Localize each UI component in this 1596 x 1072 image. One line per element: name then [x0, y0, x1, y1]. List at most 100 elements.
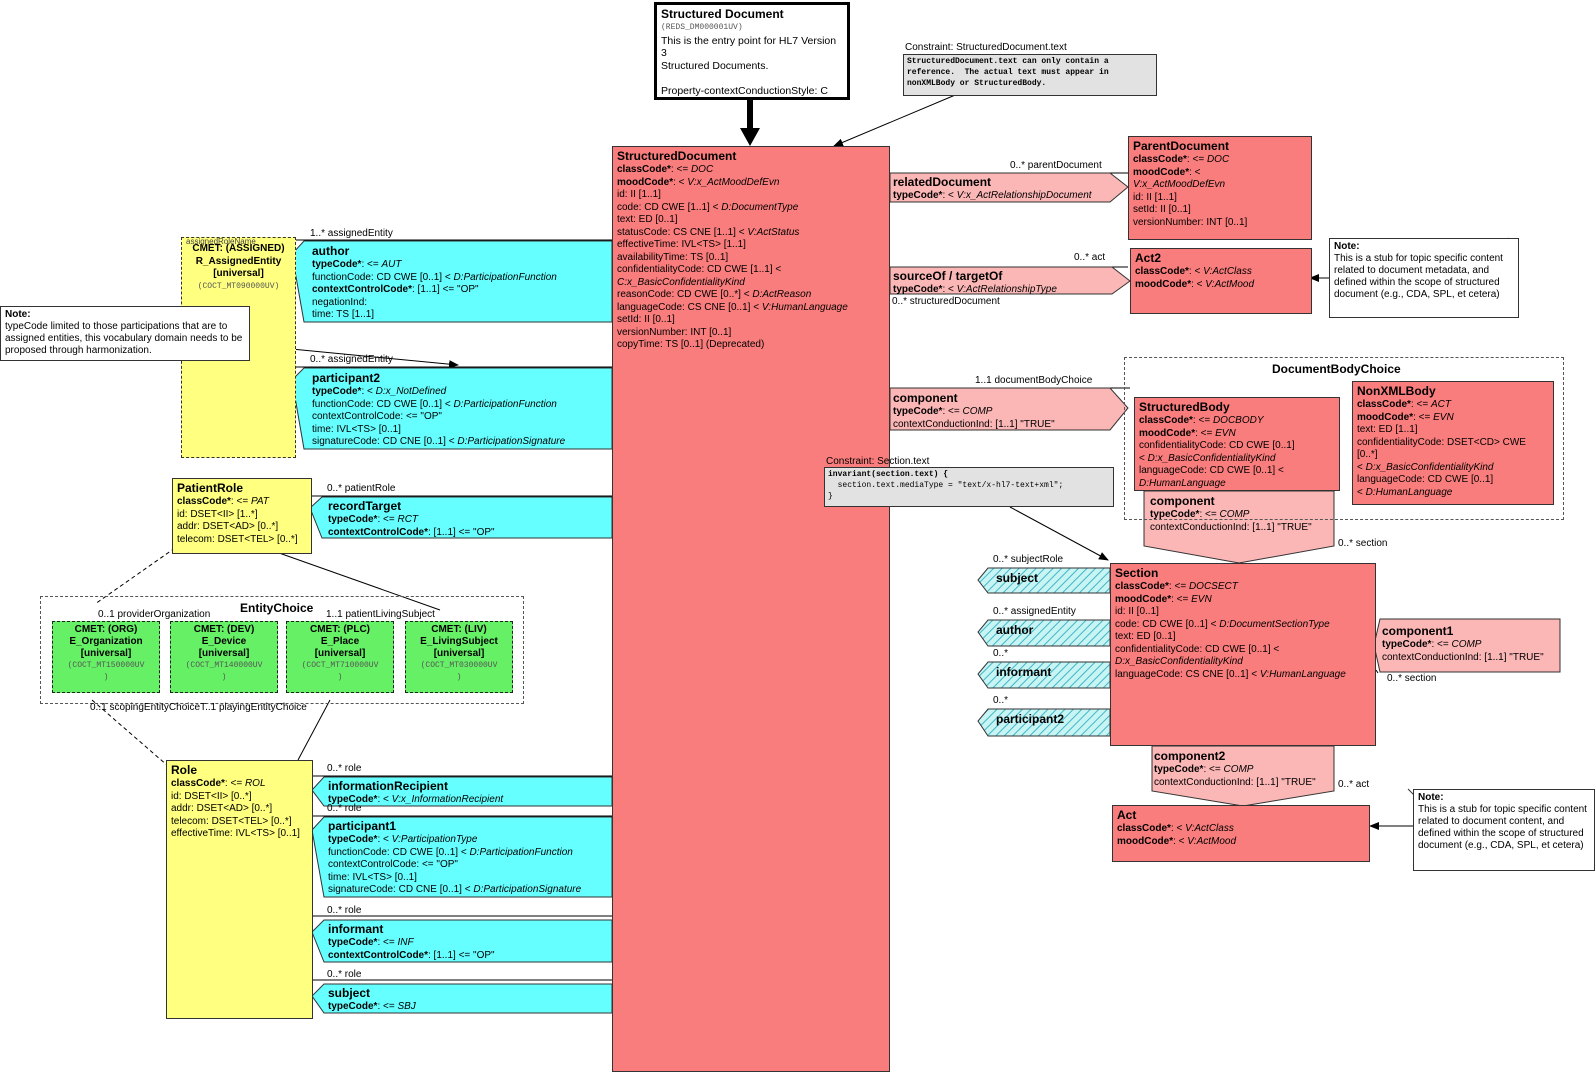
attribute-line: functionCode: CD CWE [0..1] < D:Particip… — [312, 272, 610, 285]
section-stub-informant[interactable]: informant — [996, 665, 1052, 679]
attribute-vocab: D:ParticipationFunction — [453, 398, 557, 410]
attribute-vocab: V:ActClass — [1203, 266, 1252, 277]
entity-choice-living-label: 1..1 patientLivingSubject — [326, 609, 435, 620]
section-stub-subject[interactable]: subject — [996, 571, 1039, 585]
cmet-name: E_LivingSubject — [420, 636, 498, 647]
attribute-rest: : [1..1] <= "OP" — [412, 284, 479, 295]
related-document[interactable]: relatedDocument typeCode*: < V:x_ActRela… — [893, 175, 1108, 203]
attribute-line: D:HumanLanguage — [1139, 478, 1335, 491]
patient-role-title: PatientRole — [177, 481, 244, 495]
attribute-rest: : < — [1188, 266, 1204, 277]
attribute-line: id: II [0..1] — [1115, 606, 1371, 619]
attribute-line: classCode*: <= ACT — [1357, 399, 1549, 412]
assigned-entity-scope: [universal] — [213, 268, 264, 279]
attribute-name: typeCode* — [312, 259, 362, 270]
entry-point-box: Structured Document (REDS_DM000001UV) Th… — [654, 2, 850, 100]
attribute-rest: : < — [1191, 278, 1206, 290]
attribute-name: classCode* — [1133, 154, 1187, 165]
attribute-line: classCode*: < V:ActClass — [1135, 266, 1307, 279]
component2-shape — [1151, 745, 1335, 807]
entry-code: (REDS_DM000001UV) — [661, 23, 743, 32]
attribute-vocab: V:ActStatus — [747, 226, 800, 238]
attribute-rest: : <= — [1199, 509, 1220, 520]
attribute-text: < — [1357, 486, 1366, 498]
subject-participation[interactable]: subject typeCode*: <= SBJ — [328, 986, 610, 1014]
non-xml-body-title: NonXMLBody — [1357, 384, 1436, 398]
attribute-name: typeCode* — [328, 514, 378, 525]
attribute-name: classCode* — [1115, 581, 1169, 592]
cmet-code-close: ) — [103, 673, 109, 682]
attribute-line: typeCode*: <= COMP — [893, 406, 1108, 419]
participant1-title: participant1 — [328, 819, 397, 833]
attribute-line: code: CD CWE [1..1] < D:DocumentType — [617, 202, 885, 215]
attribute-rest: : < — [673, 176, 688, 188]
cmet-e-device[interactable]: CMET: (DEV)E_Device[universal](COCT_MT14… — [170, 621, 278, 693]
attribute-text: setId: II [0..1] — [1133, 204, 1191, 215]
cmet-code: (COCT_MT150000UV — [67, 661, 145, 670]
cmet-title: CMET: (DEV) — [193, 624, 255, 635]
attribute-text: statusCode: CS CNE [1..1] < — [617, 226, 748, 238]
attribute-vocab: DOC — [690, 164, 714, 175]
section-stub-participant2[interactable]: participant2 — [996, 712, 1065, 726]
source-label-top: 0..* act — [1074, 252, 1106, 263]
component2-title: component2 — [1154, 749, 1226, 763]
attribute-name: typeCode* — [1382, 639, 1432, 650]
attribute-vocab: INF — [397, 937, 414, 948]
related-label: 0..* parentDocument — [1010, 160, 1102, 171]
cmet-e-organization[interactable]: CMET: (ORG)E_Organization[universal](COC… — [52, 621, 160, 693]
section-stub-author[interactable]: author — [996, 623, 1034, 637]
attribute-rest: : <= — [1195, 427, 1216, 439]
attribute-vocab: D:HumanLanguage — [1365, 486, 1453, 498]
attribute-name: classCode* — [1117, 823, 1171, 834]
attribute-name: classCode* — [617, 164, 671, 175]
participant1-participation[interactable]: participant1 typeCode*: < V:Participatio… — [328, 819, 610, 897]
source-of-target-of[interactable]: sourceOf / targetOf typeCode*: < V:ActRe… — [893, 269, 1108, 297]
cmet-e-place[interactable]: CMET: (PLC)E_Place[universal](COCT_MT710… — [286, 621, 394, 693]
attribute-line: typeCode*: <= SBJ — [328, 1001, 610, 1014]
attribute-vocab: D:HumanLanguage — [1139, 477, 1226, 489]
component-label: 1..1 documentBodyChoice — [975, 375, 1093, 386]
informant-label: 0..* role — [327, 905, 362, 916]
participant2-participation[interactable]: participant2 typeCode*: < D:x_NotDefined… — [312, 371, 610, 449]
attribute-text: confidentialityCode: CD CWE [0..1] < — [1115, 643, 1280, 655]
component-shape — [889, 387, 1129, 431]
attribute-name: contextControlCode* — [328, 526, 428, 538]
cmet-name: E_Place — [320, 636, 360, 647]
attribute-text: functionCode: CD CWE [0..1] < — [312, 398, 454, 410]
attribute-line: languageCode: CD CWE [0..1] < — [1139, 465, 1335, 478]
note-typecode: Note: typeCode limited to those particip… — [0, 306, 250, 361]
cmet-e-livingsubject[interactable]: CMET: (LIV)E_LivingSubject[universal](CO… — [405, 621, 513, 693]
attribute-rest: : < — [1170, 823, 1186, 834]
structured-body-title: StructuredBody — [1139, 400, 1230, 414]
note-typecode-text: typeCode limited to those participations… — [5, 321, 243, 356]
constraint-section-caption: Constraint: Section.text — [826, 456, 930, 467]
attribute-vocab: V:x_ActRelationshipDocument — [956, 190, 1092, 201]
attribute-line: text: ED [1..1] — [1357, 424, 1549, 437]
related-document-title: relatedDocument — [893, 175, 992, 189]
component-title: component — [893, 391, 958, 405]
attribute-rest: : <= — [1171, 593, 1192, 605]
note-act-text: This is a stub for topic specific conten… — [1418, 804, 1587, 851]
attribute-text: languageCode: CS CNE [0..1] < — [1115, 668, 1260, 680]
attribute-text: id: II [0..1] — [1115, 606, 1159, 617]
information-recipient-participation[interactable]: informationRecipient typeCode*: < V:x_In… — [328, 779, 610, 807]
document-body-choice-title: DocumentBodyChoice — [1272, 362, 1401, 376]
constraint-doc-caption: Constraint: StructuredDocument.text — [905, 42, 1067, 53]
text-line: reference. The actual text must appear i… — [907, 68, 1109, 77]
